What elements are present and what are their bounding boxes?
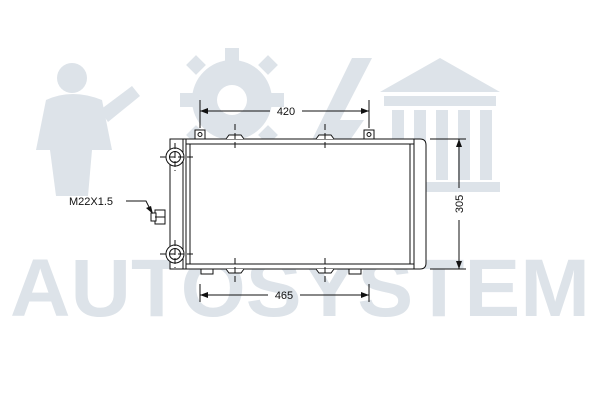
right-tank bbox=[409, 138, 427, 270]
lightning-icon bbox=[300, 58, 372, 212]
radiator bbox=[150, 124, 427, 284]
thread-callout-label: M22X1.5 bbox=[69, 196, 113, 208]
lower-hose-connection bbox=[160, 240, 196, 268]
dimension-top-width-label: 420 bbox=[277, 106, 295, 118]
dimension-top-width bbox=[199, 100, 370, 128]
gear-icon bbox=[180, 48, 284, 152]
bottom-mounting-pin-left bbox=[225, 258, 245, 284]
radiator-core bbox=[185, 138, 415, 270]
dimension-height-label: 305 bbox=[454, 195, 466, 213]
thread-callout-leader bbox=[126, 200, 153, 214]
bottom-mounting-pin-right bbox=[315, 258, 335, 284]
building-icon bbox=[380, 58, 500, 192]
bottom-foot-right bbox=[348, 268, 362, 275]
dimension-bottom-width-label: 465 bbox=[275, 290, 293, 302]
upper-hose-connection bbox=[160, 143, 196, 171]
drain-plug bbox=[150, 209, 166, 225]
top-mounting-bracket-left bbox=[194, 129, 206, 140]
dimensions: 420 465 305 M22X1.5 bbox=[69, 100, 466, 302]
dimension-bottom-width bbox=[199, 284, 370, 302]
bottom-foot-left bbox=[200, 268, 214, 275]
top-mounting-pin-left bbox=[225, 124, 245, 150]
dimension-height bbox=[430, 138, 466, 270]
top-mounting-pin-right bbox=[315, 124, 335, 150]
top-mounting-bracket-right bbox=[363, 129, 375, 140]
person-icon bbox=[36, 63, 140, 196]
